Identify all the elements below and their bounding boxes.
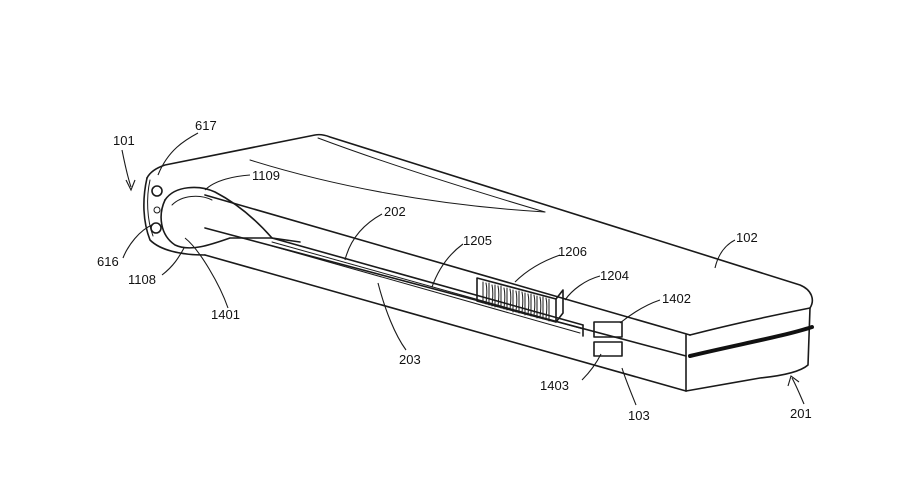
label-1108: 1108 bbox=[128, 272, 156, 287]
label-103: 103 bbox=[628, 408, 650, 423]
connector-1403 bbox=[593, 341, 623, 357]
label-202: 202 bbox=[384, 204, 406, 219]
label-1204: 1204 bbox=[600, 268, 629, 283]
label-1206: 1206 bbox=[558, 244, 587, 259]
device-body-outline bbox=[146, 133, 814, 392]
label-203: 203 bbox=[399, 352, 421, 367]
connector-1402 bbox=[593, 321, 623, 338]
label-616: 616 bbox=[97, 254, 119, 269]
label-617: 617 bbox=[195, 118, 217, 133]
lead-lines bbox=[121, 132, 805, 406]
connectors bbox=[593, 321, 623, 357]
label-1403: 1403 bbox=[540, 378, 569, 393]
label-102: 102 bbox=[736, 230, 758, 245]
spring-coil-element bbox=[476, 277, 564, 323]
label-101: 101 bbox=[113, 133, 135, 148]
label-1402: 1402 bbox=[662, 291, 691, 306]
label-1109: 1109 bbox=[252, 168, 280, 183]
label-201: 201 bbox=[790, 406, 812, 421]
reference-labels: 101 617 1109 616 1108 1401 202 1205 1206… bbox=[97, 118, 812, 423]
label-1205: 1205 bbox=[463, 233, 492, 248]
label-1401: 1401 bbox=[211, 307, 240, 322]
hinge-end-detail bbox=[143, 177, 301, 256]
